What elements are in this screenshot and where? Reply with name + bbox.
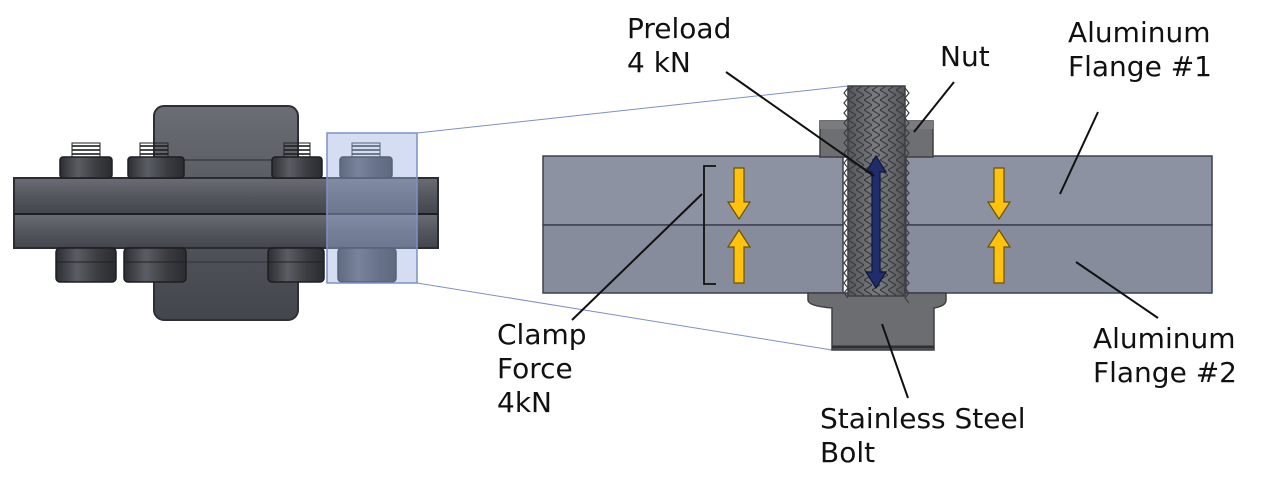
- callout-line-bottom: [416, 282, 833, 351]
- label-flange-2: Aluminum Flange #2: [1093, 322, 1237, 389]
- callout-line-top: [416, 85, 849, 134]
- overview-bolt-1: [55, 142, 117, 283]
- label-preload: Preload 4 kN: [627, 12, 732, 79]
- flange-2-left: [542, 224, 844, 294]
- flange-1-right: [905, 155, 1213, 226]
- overview-flange-top: [13, 177, 439, 215]
- leader-flange-1: [1059, 111, 1099, 195]
- label-bolt: Stainless Steel Bolt: [820, 402, 1026, 469]
- leader-bolt: [881, 323, 909, 399]
- leader-clamp: [571, 193, 703, 321]
- zoom-section: [542, 85, 1213, 351]
- leader-preload: [725, 71, 875, 177]
- label-flange-1: Aluminum Flange #1: [1068, 16, 1212, 83]
- zoom-highlight-box: [326, 132, 418, 284]
- clamp-arrows-right: [986, 167, 1012, 284]
- clamp-bracket: [703, 165, 716, 285]
- flange-1-left: [542, 155, 844, 226]
- overview-bolt-3: [267, 142, 325, 283]
- leader-nut: [913, 81, 955, 133]
- bolt-head: [807, 292, 947, 351]
- overview-assembly: [13, 105, 439, 321]
- label-nut: Nut: [940, 40, 990, 73]
- overview-bolt-4: [337, 142, 397, 283]
- overview-bolt-2: [123, 142, 187, 283]
- overview-flange-bottom: [13, 213, 439, 249]
- flange-2-right: [905, 224, 1213, 294]
- leader-flange-2: [1075, 261, 1159, 319]
- label-clamp-force: Clamp Force 4kN: [497, 318, 587, 419]
- clamp-arrows-left: [726, 167, 752, 284]
